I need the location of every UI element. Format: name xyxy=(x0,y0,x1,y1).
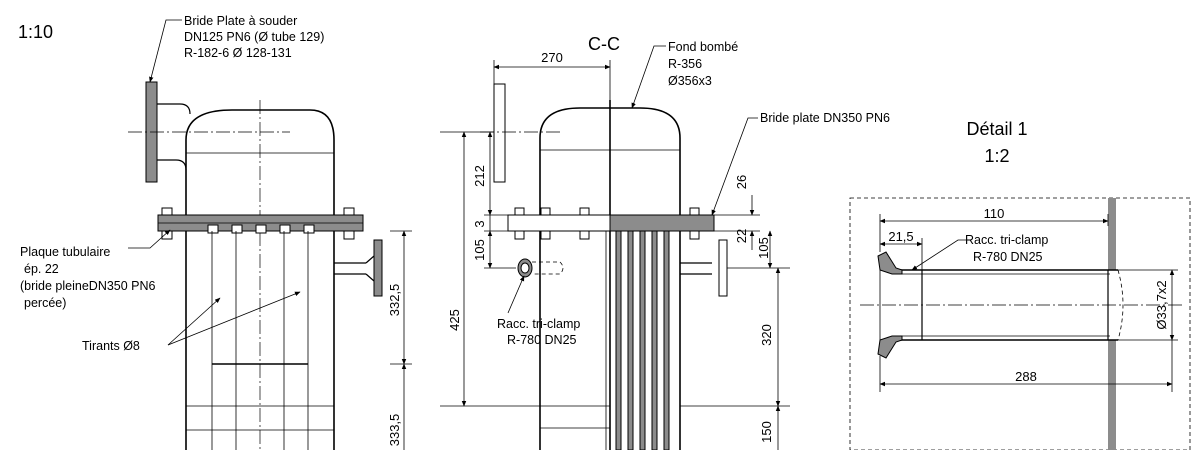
tube-plate-label-1: Plaque tubulaire xyxy=(20,245,110,259)
section-flange-label: Bride plate DN350 PN6 xyxy=(760,111,890,125)
dim-22: 22 xyxy=(734,229,749,243)
dim-212: 212 xyxy=(472,165,487,187)
left-view: 1:10 xyxy=(18,14,412,450)
section-clamp-label-2: R-780 DN25 xyxy=(507,333,577,347)
detail-dim-288: 288 xyxy=(1015,369,1037,384)
dim-105-right: 105 xyxy=(756,237,771,259)
dim-332-5: 332,5 xyxy=(387,284,402,317)
dim-26: 26 xyxy=(734,175,749,189)
detail-clamp-label-1: Racc. tri-clamp xyxy=(965,233,1048,247)
section-inlet-flange xyxy=(493,83,506,183)
dished-head xyxy=(185,109,335,220)
tube-plate-label-3: (bride pleineDN350 PN6 xyxy=(20,279,156,293)
detail-frame xyxy=(849,197,1191,450)
tube-plate-label-2: ép. 22 xyxy=(24,262,59,276)
detail-ferrule xyxy=(877,251,903,275)
detail-scale: 1:2 xyxy=(984,146,1009,166)
section-clamp-label-1: Racc. tri-clamp xyxy=(497,317,580,331)
detail-dim-21-5: 21,5 xyxy=(888,229,913,244)
head-label-3: Ø356x3 xyxy=(668,74,712,88)
side-nozzle xyxy=(334,262,366,275)
rods-label: Tirants Ø8 xyxy=(82,339,140,353)
tube-plate-label-4: percée) xyxy=(24,296,66,310)
dim-150: 150 xyxy=(759,421,774,443)
dim-105-left: 105 xyxy=(472,239,487,261)
dim-3: 3 xyxy=(472,220,487,227)
detail-clamp-label-2: R-780 DN25 xyxy=(973,250,1043,264)
section-tube-plate xyxy=(609,214,715,232)
detail-title: Détail 1 xyxy=(966,119,1027,139)
dim-333-5: 333,5 xyxy=(387,414,402,447)
inlet-flange-label-1: Bride Plate à souder xyxy=(184,14,297,28)
detail-dim-110: 110 xyxy=(984,206,1005,221)
detail-dim-diameter: Ø33,7x2 xyxy=(1154,280,1169,329)
dim-270: 270 xyxy=(541,50,563,65)
left-view-scale: 1:10 xyxy=(18,22,53,42)
dim-320: 320 xyxy=(759,324,774,346)
head-label-1: Fond bombé xyxy=(668,40,738,54)
section-title: C-C xyxy=(588,34,620,54)
detail-view: Détail 1 1:2 110 21,5 Ø33,7x2 xyxy=(849,119,1191,450)
inlet-flange-label-2: DN125 PN6 (Ø tube 129) xyxy=(184,30,324,44)
inlet-flange-label-3: R-182-6 Ø 128-131 xyxy=(184,46,292,60)
head-label-2: R-356 xyxy=(668,57,702,71)
section-view: C-C xyxy=(440,34,890,450)
dim-425: 425 xyxy=(447,309,462,331)
